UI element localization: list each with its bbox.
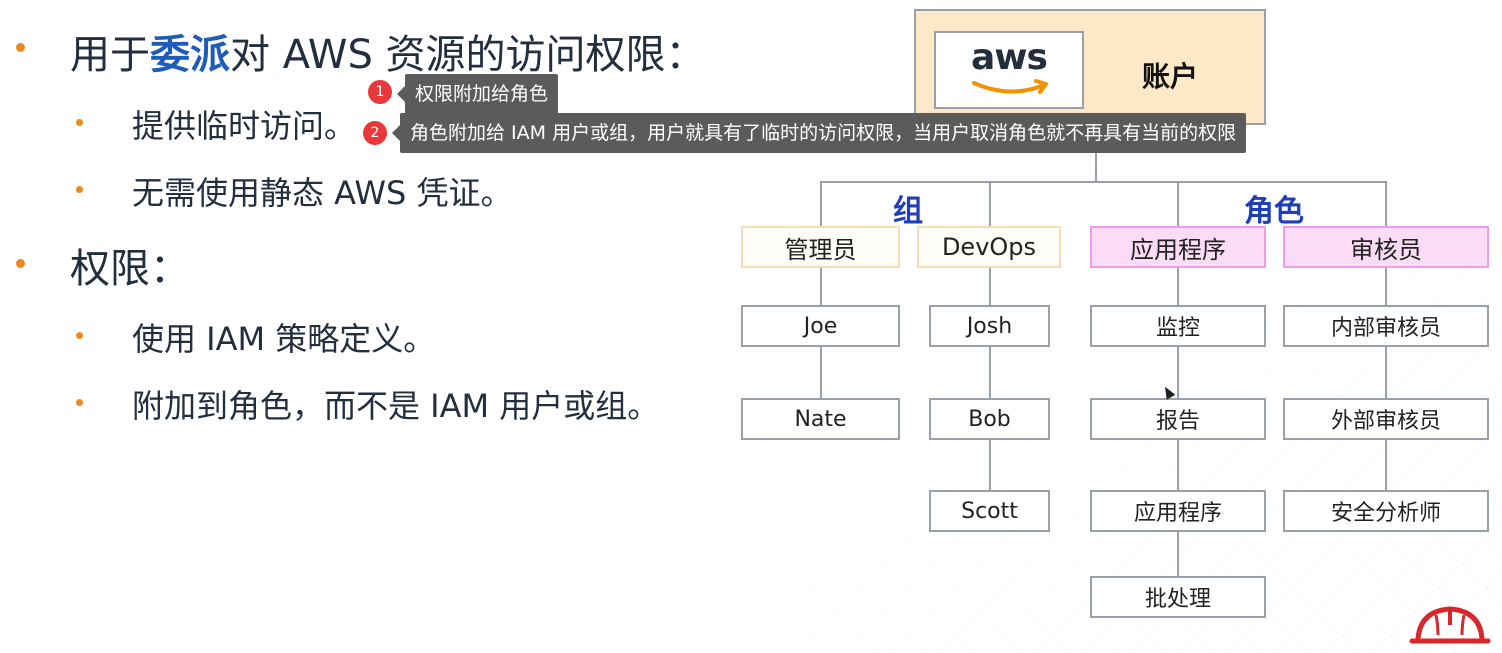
member-box: 应用程序 <box>1090 490 1266 532</box>
group-title: 组 <box>893 194 923 229</box>
connector-line <box>1177 181 1179 227</box>
account-box: aws 账户 <box>914 9 1266 125</box>
hard-hat-icon <box>1409 606 1491 644</box>
annotation-badge-2[interactable]: 2 <box>363 121 387 145</box>
bullet-icon <box>76 119 83 126</box>
slide-sub-1: 提供临时访问。 <box>132 107 357 145</box>
bullet-icon <box>76 332 83 339</box>
member-box: 报告 <box>1090 398 1266 440</box>
aws-logo: aws <box>934 31 1084 109</box>
connector-line <box>1385 181 1387 227</box>
aws-logo-text: aws <box>971 37 1048 78</box>
connector-line <box>820 181 1387 183</box>
member-box: 内部审核员 <box>1283 305 1489 347</box>
member-box: 安全分析师 <box>1283 490 1489 532</box>
slide-sub-3: 使用 IAM 策略定义。 <box>132 320 436 358</box>
connector-line <box>820 181 822 227</box>
line1-highlight: 委派 <box>150 32 230 78</box>
member-box: Joe <box>741 305 900 347</box>
line1-pre: 用于 <box>70 32 150 78</box>
slide-sub-2: 无需使用静态 AWS 凭证。 <box>132 174 513 212</box>
role-header-auditor: 审核员 <box>1283 226 1489 268</box>
slide-line-2: 权限： <box>70 246 190 292</box>
member-box: 监控 <box>1090 305 1266 347</box>
group-header-devops: DevOps <box>917 226 1061 268</box>
member-box: Bob <box>929 398 1050 440</box>
member-box: Scott <box>929 490 1050 532</box>
connector-line <box>1385 268 1387 492</box>
member-box: 外部审核员 <box>1283 398 1489 440</box>
bullet-icon <box>16 259 25 268</box>
annotation-badge-1[interactable]: 1 <box>368 80 392 104</box>
connector-line <box>989 268 991 492</box>
account-label: 账户 <box>1142 60 1199 93</box>
connector-line <box>989 181 991 227</box>
connector-line <box>1095 125 1097 182</box>
slide-line-1: 用于委派对 AWS 资源的访问权限： <box>70 22 706 80</box>
slide-sub-4: 附加到角色，而不是 IAM 用户或组。 <box>132 387 660 425</box>
line1-post: 对 AWS 资源的访问权限： <box>230 32 706 78</box>
bullet-icon <box>76 399 83 406</box>
annotation-tooltip-1: 权限附加给角色 <box>396 74 559 114</box>
role-header-app: 应用程序 <box>1090 226 1266 268</box>
member-box: 批处理 <box>1090 576 1266 618</box>
member-box: Josh <box>929 305 1050 347</box>
annotation-tooltip-2: 角色附加给 IAM 用户或组，用户就具有了临时的访问权限，当用户取消角色就不再具… <box>391 113 1247 153</box>
aws-smile-icon <box>972 79 1048 94</box>
bullet-icon <box>16 43 25 52</box>
member-box: Nate <box>741 398 900 440</box>
group-header-admin: 管理员 <box>741 226 900 268</box>
bullet-icon <box>76 186 83 193</box>
role-title: 角色 <box>1244 194 1304 229</box>
